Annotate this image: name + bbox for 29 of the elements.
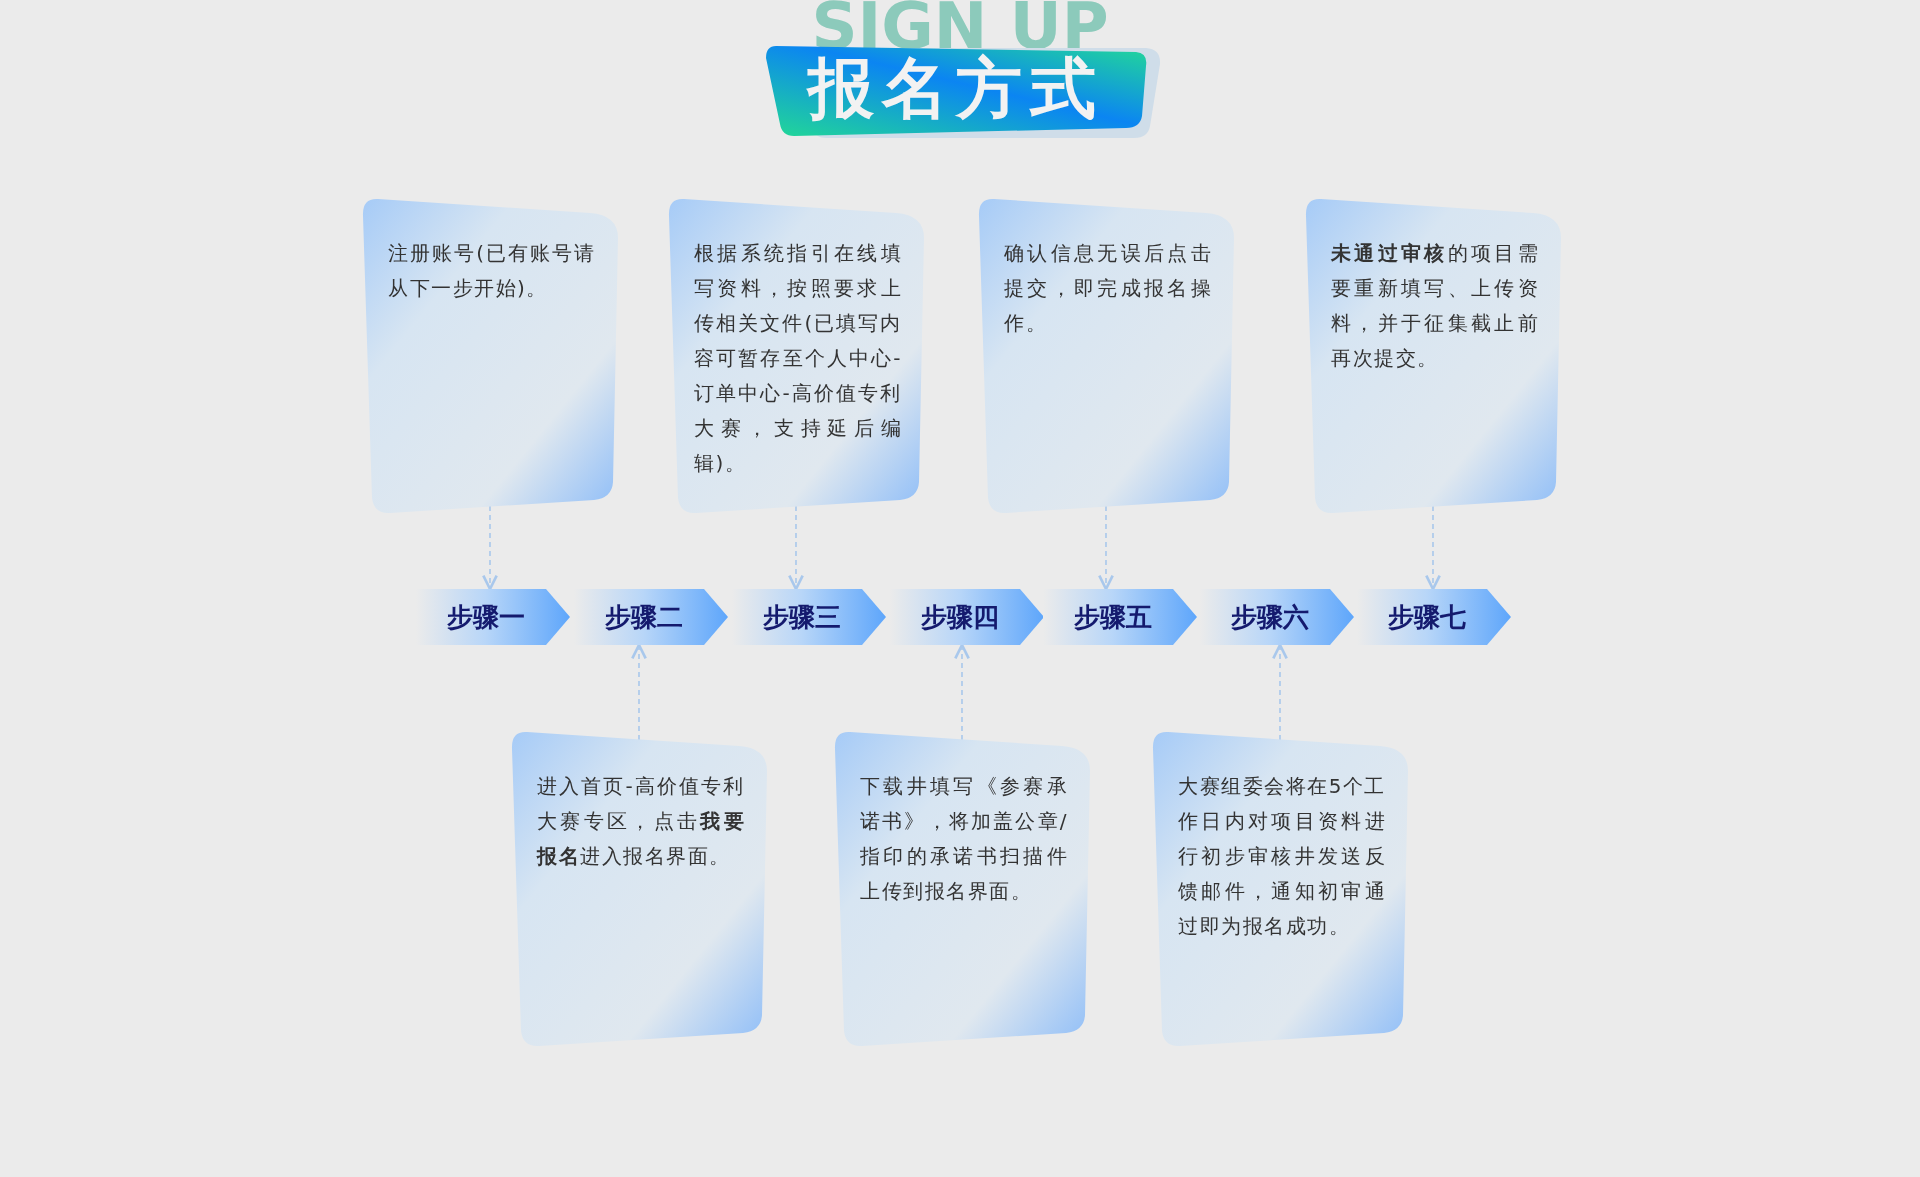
info-card: [668, 198, 924, 514]
info-card: [511, 731, 767, 1047]
card-text: 大赛组委会将在5个工作日内对项目资料进行初步审核井发送反馈邮件，通知初审通过即为报名成功。: [1178, 773, 1386, 940]
card-text: 注册账号(已有账号请从下一步开始)。: [388, 240, 596, 302]
card-text: 下载井填写《参赛承诺书》，将加盖公章/指印的承诺书扫描件上传到报名界面。: [860, 773, 1068, 905]
card-text: 确认信息无误后点击提交，即完成报名操作。: [1004, 240, 1212, 337]
step-label: 步骤一: [446, 601, 526, 634]
arrow: [482, 505, 498, 591]
step-label: 步骤二: [604, 601, 684, 634]
step-label: 步骤五: [1073, 601, 1153, 634]
info-card: [978, 198, 1234, 514]
arrow: [631, 643, 647, 741]
card-text: 进入首页-高价值专利大赛专区，点击我要报名进入报名界面。: [537, 773, 745, 870]
arrow: [954, 643, 970, 741]
info-card: [1152, 731, 1408, 1047]
step-label: 步骤六: [1230, 601, 1310, 634]
step-tag: [1043, 589, 1197, 645]
card-text: 未通过审核的项目需要重新填写、上传资料，并于征集截止前再次提交。: [1331, 240, 1539, 372]
arrow: [788, 505, 804, 591]
step-label: 步骤四: [920, 601, 1000, 634]
arrow: [1098, 505, 1114, 591]
info-card: [834, 731, 1090, 1047]
card-text: 根据系统指引在线填写资料，按照要求上传相关文件(已填写内容可暂存至个人中心-订单中心-高价值专利大赛，支持延后编辑)。: [694, 240, 902, 477]
step-label: 步骤七: [1387, 601, 1467, 634]
step-label: 步骤三: [762, 601, 842, 634]
info-card: [362, 198, 618, 514]
info-card: [1305, 198, 1561, 514]
arrow: [1425, 505, 1441, 591]
arrow: [1272, 643, 1288, 741]
